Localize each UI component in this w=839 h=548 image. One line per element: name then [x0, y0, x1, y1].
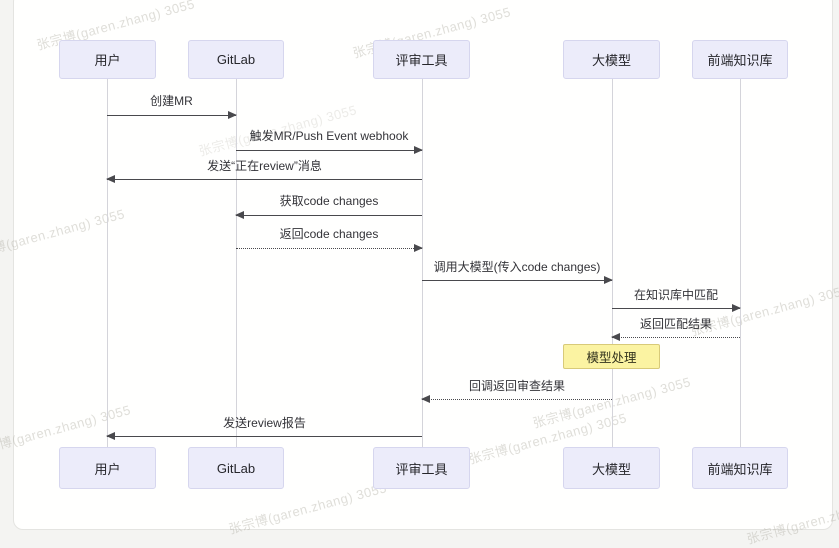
lifeline-gitlab	[236, 79, 237, 447]
message-arrow	[235, 210, 422, 219]
actor-frontend-kb-bottom: 前端知识库	[692, 447, 788, 489]
message-label: 回调返回审查结果	[468, 379, 565, 393]
actor-review-tool-top: 评审工具	[373, 40, 470, 79]
arrowhead-right-icon	[604, 275, 613, 284]
lifeline-user	[107, 79, 108, 447]
actor-user-top: 用户	[59, 40, 156, 79]
arrowhead-left-icon	[106, 174, 115, 183]
message-label: 获取code changes	[279, 194, 379, 208]
message-label: 触发MR/Push Event webhook	[249, 129, 409, 143]
message-arrow	[106, 431, 422, 440]
message-arrow	[236, 145, 423, 154]
arrowhead-right-icon	[414, 243, 423, 252]
message-arrow	[236, 243, 423, 252]
message-arrow	[421, 394, 612, 403]
arrowhead-left-icon	[235, 210, 244, 219]
message-label: 调用大模型(传入code changes)	[433, 260, 601, 274]
actor-llm-bottom: 大模型	[563, 447, 660, 489]
actor-gitlab-top: GitLab	[188, 40, 284, 79]
actor-llm-top: 大模型	[563, 40, 660, 79]
actor-gitlab-bottom: GitLab	[188, 447, 284, 489]
note-model-processing: 模型处理	[563, 344, 660, 369]
actor-review-tool-bottom: 评审工具	[373, 447, 470, 489]
arrowhead-right-icon	[414, 145, 423, 154]
message-arrow	[422, 275, 613, 284]
message-arrow	[612, 303, 741, 312]
message-label: 创建MR	[150, 94, 193, 108]
arrowhead-right-icon	[228, 110, 237, 119]
message-arrow	[611, 332, 740, 341]
message-label: 在知识库中匹配	[633, 288, 718, 302]
arrowhead-left-icon	[421, 394, 430, 403]
actor-frontend-kb-top: 前端知识库	[692, 40, 788, 79]
message-arrow	[106, 174, 422, 183]
arrowhead-left-icon	[611, 332, 620, 341]
message-label: 返回code changes	[279, 227, 379, 241]
lifeline-llm	[612, 79, 613, 447]
arrowhead-left-icon	[106, 431, 115, 440]
lifeline-frontend-kb	[740, 79, 741, 447]
actor-user-bottom: 用户	[59, 447, 156, 489]
diagram-canvas	[13, 0, 833, 530]
arrowhead-right-icon	[732, 303, 741, 312]
message-arrow	[107, 110, 237, 119]
message-label: 发送“正在review”消息	[207, 159, 322, 173]
lifeline-review-tool	[422, 79, 423, 447]
message-label: 返回匹配结果	[639, 317, 712, 331]
message-label: 发送review报告	[223, 416, 306, 430]
